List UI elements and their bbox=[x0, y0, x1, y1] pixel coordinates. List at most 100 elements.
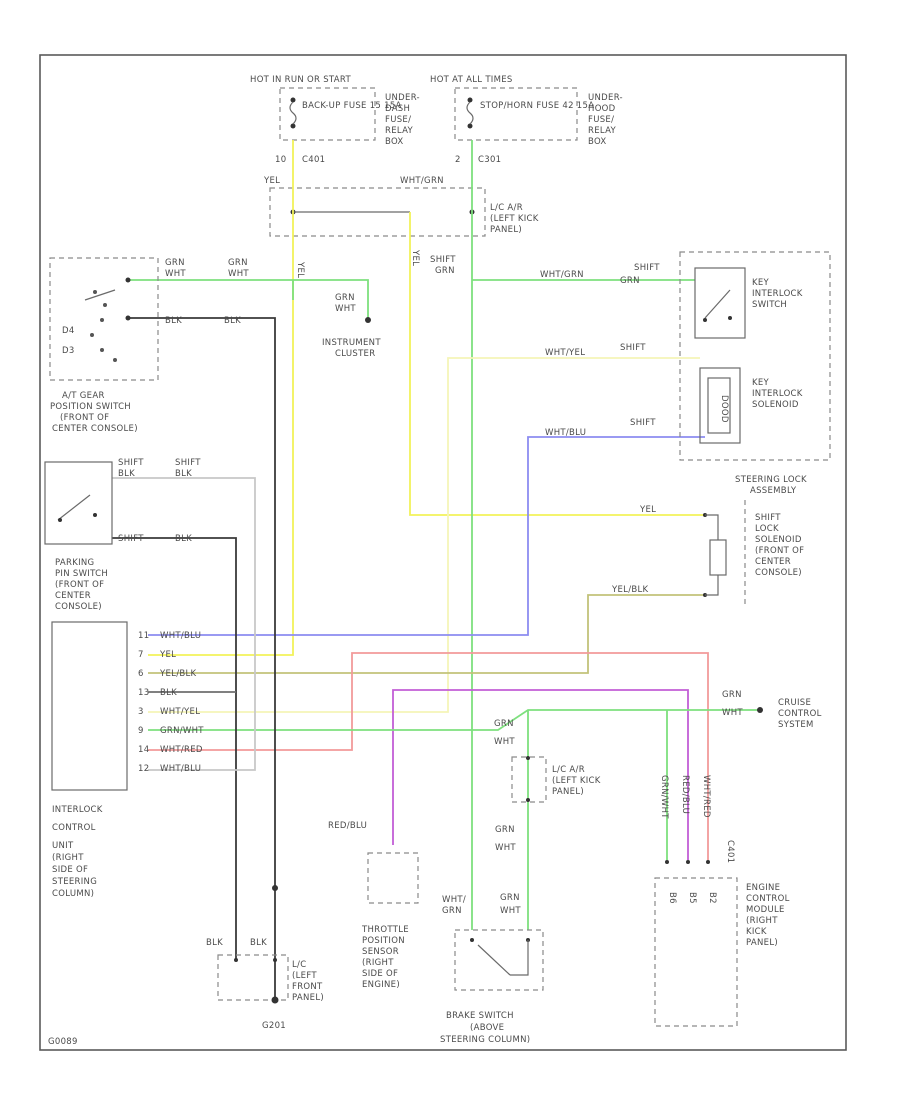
wire-wht-red bbox=[148, 652, 709, 860]
park-title-3: CENTER bbox=[55, 591, 91, 601]
cluster-wire-wht: WHT bbox=[335, 304, 356, 314]
ground-g201: BLK BLK L/C (LEFT FRONT PANEL) G201 bbox=[206, 885, 324, 1031]
park-title-1: PIN SWITCH bbox=[55, 569, 108, 579]
wire-grn-key-pin: GRN bbox=[620, 276, 640, 286]
interlock-wire-5: GRN/WHT bbox=[160, 726, 204, 736]
wire-park-gray-line bbox=[112, 477, 256, 771]
ecm-title-4: KICK bbox=[746, 927, 767, 937]
fuse-left-loc-0: UNDER- bbox=[385, 93, 420, 103]
parking-pin-switch: SHIFT BLK SHIFT BLK SHIFT BLK PARKING PI… bbox=[44, 458, 201, 612]
wire-blk-park bbox=[112, 537, 237, 960]
ecm-title-5: PANEL) bbox=[746, 938, 778, 948]
ecm-title-0: ENGINE bbox=[746, 883, 780, 893]
wire-grn-main: WHT/GRN SHIFT GRN SHIFT GRN bbox=[128, 140, 695, 930]
junction-label-1: (LEFT KICK bbox=[490, 214, 539, 224]
lc-small-wire-grn: GRN bbox=[494, 719, 514, 729]
tps-title-2: SENSOR bbox=[362, 947, 399, 957]
fuse-right-pin: 2 bbox=[455, 155, 461, 165]
fuse-left-header: HOT IN RUN OR START bbox=[250, 75, 351, 85]
fuse-right-loc-1: HOOD bbox=[588, 104, 616, 114]
park-wire-blk: BLK bbox=[118, 469, 135, 479]
interlock-title-6: COLUMN) bbox=[52, 889, 94, 899]
wire-blk-label: BLK bbox=[165, 316, 182, 326]
shift-lock-title-1: LOCK bbox=[755, 524, 779, 534]
fuse-right-loc-4: BOX bbox=[588, 137, 607, 147]
fuse-right-header: HOT AT ALL TIMES bbox=[430, 75, 513, 85]
footer-code: G0089 bbox=[48, 1037, 78, 1047]
lc-small-wire-grn-2: GRN bbox=[495, 825, 515, 835]
wire-yel-blk-line bbox=[148, 594, 705, 674]
tps-title-4: SIDE OF bbox=[362, 969, 398, 979]
tps-title-3: (RIGHT bbox=[362, 958, 394, 968]
wire-yel-left-label: YEL bbox=[295, 261, 305, 278]
wire-grn-shift-grn: GRN bbox=[435, 266, 455, 276]
park-wire-shift: SHIFT bbox=[118, 458, 144, 468]
brake-wire-right-1: WHT bbox=[500, 906, 521, 916]
gear-title-3: CENTER CONSOLE) bbox=[52, 424, 138, 434]
ground-wire-blk-1: BLK bbox=[250, 938, 267, 948]
interlock-pin-4: 3 bbox=[138, 707, 144, 717]
lc-small-wire-wht: WHT bbox=[494, 737, 515, 747]
interlock-wire-2: YEL/BLK bbox=[159, 669, 197, 679]
instrument-cluster: GRN WHT INSTRUMENT CLUSTER bbox=[322, 293, 381, 359]
ground-label-3: PANEL) bbox=[292, 993, 324, 1003]
brake-title-1: (ABOVE bbox=[470, 1023, 504, 1033]
gear-title-1: POSITION SWITCH bbox=[50, 402, 131, 412]
key-solenoid-title-0: KEY bbox=[752, 378, 770, 388]
wire-wht-yel: WHT/YEL SHIFT bbox=[148, 343, 700, 713]
fuse-box-left: HOT IN RUN OR START BACK-UP FUSE 15 15A … bbox=[250, 75, 420, 165]
fuse-left-loc-1: DASH bbox=[385, 104, 410, 114]
wire-wht-blu-line bbox=[148, 436, 705, 636]
junction-label-0: L/C A/R bbox=[490, 203, 523, 213]
ecm-pin-b6: B6 bbox=[667, 892, 677, 904]
interlock-title-3: (RIGHT bbox=[52, 853, 84, 863]
ecm-title-3: (RIGHT bbox=[746, 916, 778, 926]
ecm-wire-0: GRN/WHT bbox=[659, 775, 669, 819]
ecm-pin-b5: B5 bbox=[687, 892, 697, 904]
shift-lock-title-4: CENTER bbox=[755, 557, 791, 567]
ecm-title-2: MODULE bbox=[746, 905, 785, 915]
wire-grn-wht-line bbox=[148, 709, 760, 731]
ecm-wire-2: WHT/RED bbox=[701, 775, 711, 818]
interlock-pin-0: 11 bbox=[138, 631, 149, 641]
gear-title-0: A/T GEAR bbox=[62, 391, 105, 401]
lc-ar-small: GRN WHT L/C A/R (LEFT KICK PANEL) GRN WH… bbox=[494, 719, 600, 853]
gear-position-switch: D4 D3 GRN WHT GRN WHT A/T GEAR POSITION … bbox=[49, 257, 249, 434]
key-solenoid-code: DOOD bbox=[719, 395, 729, 423]
fuse-right-loc-3: RELAY bbox=[588, 126, 617, 136]
fuse-left-loc-4: BOX bbox=[385, 137, 404, 147]
steering-lock-title-1: ASSEMBLY bbox=[750, 486, 797, 496]
lc-small-wire-wht-2: WHT bbox=[495, 843, 516, 853]
ground-label-0: L/C bbox=[292, 960, 306, 970]
wire-wht-yel-line bbox=[148, 357, 700, 713]
ground-wire-blk-0: BLK bbox=[206, 938, 223, 948]
wire-grn-shift: SHIFT bbox=[430, 255, 456, 265]
key-switch-title-0: KEY bbox=[752, 278, 770, 288]
wire-wht-blu-label: WHT/BLU bbox=[545, 428, 586, 438]
fuse-right-loc-0: UNDER- bbox=[588, 93, 623, 103]
fuse-right-loc-2: FUSE/ bbox=[588, 115, 614, 125]
interlock-pin-3: 13 bbox=[138, 688, 149, 698]
park-title-2: (FRONT OF bbox=[55, 580, 104, 590]
cruise-title-1: CONTROL bbox=[778, 709, 822, 719]
wire-yel-blk-label: YEL/BLK bbox=[611, 585, 649, 595]
key-solenoid-title-1: INTERLOCK bbox=[752, 389, 803, 399]
wire-wht-red-line bbox=[148, 652, 709, 860]
ground-id: G201 bbox=[262, 1021, 286, 1031]
cruise-control: GRN WHT CRUISE CONTROL SYSTEM bbox=[722, 690, 822, 730]
park-wire-blk-2: BLK bbox=[175, 469, 192, 479]
wire-wht-yel-shift: SHIFT bbox=[620, 343, 646, 353]
interlock-wire-6: WHT/RED bbox=[160, 745, 203, 755]
cluster-title-0: INSTRUMENT bbox=[322, 338, 381, 348]
gear-pos-d3: D3 bbox=[62, 346, 75, 356]
lc-small-label-0: L/C A/R bbox=[552, 765, 585, 775]
brake-wire-left-0: WHT/ bbox=[442, 895, 466, 905]
brake-title-0: BRAKE SWITCH bbox=[446, 1011, 514, 1021]
fuse-left-connector: C401 bbox=[302, 155, 325, 165]
engine-control-module: GRN/WHT RED/BLU WHT/RED C401 B6 B5 B2 EN… bbox=[654, 775, 789, 1027]
tps-title-1: POSITION bbox=[362, 936, 405, 946]
park-wire-shift-2: SHIFT bbox=[175, 458, 201, 468]
fuse-left-loc-2: FUSE/ bbox=[385, 115, 411, 125]
ground-label-1: (LEFT bbox=[292, 971, 317, 981]
cluster-wire-grn: GRN bbox=[335, 293, 355, 303]
